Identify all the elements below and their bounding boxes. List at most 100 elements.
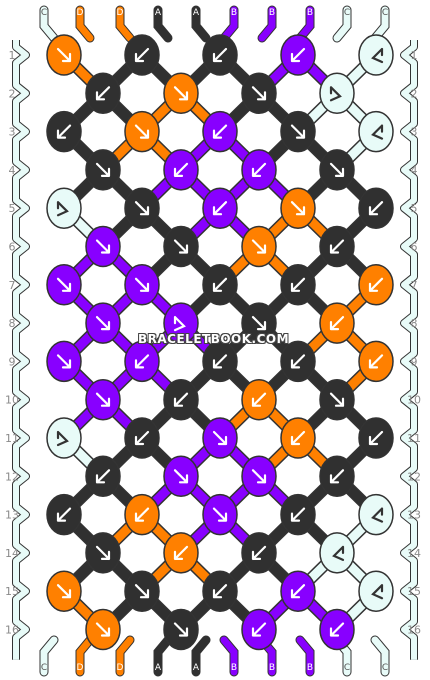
knot[interactable] <box>358 493 394 536</box>
knot[interactable] <box>163 608 199 651</box>
knot[interactable] <box>46 417 82 459</box>
knot[interactable] <box>202 493 238 536</box>
knot[interactable] <box>358 340 394 383</box>
knot[interactable] <box>319 532 355 574</box>
knot[interactable] <box>124 340 160 383</box>
knot[interactable] <box>358 187 394 229</box>
knot[interactable] <box>124 264 160 306</box>
arrow-down-left-icon <box>329 316 345 331</box>
knot[interactable] <box>358 264 394 306</box>
knot[interactable] <box>46 340 82 383</box>
row-label-right: 8 <box>411 317 418 330</box>
knot[interactable] <box>124 110 160 153</box>
knot[interactable] <box>202 417 238 459</box>
row-label-right: 14 <box>407 547 421 560</box>
knot[interactable] <box>280 187 316 229</box>
knot[interactable] <box>163 302 199 344</box>
string-stub-top-fill <box>40 6 58 42</box>
arrow-down-right-icon <box>251 316 267 331</box>
knot[interactable] <box>85 149 121 191</box>
knot[interactable] <box>280 34 316 76</box>
knot[interactable] <box>202 340 238 383</box>
arrow-turn-icon <box>56 201 69 217</box>
knot[interactable] <box>358 417 394 459</box>
knot[interactable] <box>46 34 82 76</box>
knot[interactable] <box>46 493 82 536</box>
knot[interactable] <box>358 34 394 76</box>
knot[interactable] <box>163 378 199 421</box>
arrow-turn-icon <box>329 86 342 102</box>
arrow-down-left-icon <box>290 430 306 446</box>
knot[interactable] <box>85 225 121 268</box>
knot[interactable] <box>124 493 160 536</box>
knot[interactable] <box>241 225 277 268</box>
knot[interactable] <box>85 608 121 651</box>
row-label-left: 7 <box>9 279 16 292</box>
knot[interactable] <box>358 110 394 153</box>
knot[interactable] <box>319 608 355 651</box>
knot[interactable] <box>319 149 355 191</box>
arrow-down-left-icon <box>290 277 306 292</box>
knot[interactable] <box>163 72 199 115</box>
knot[interactable] <box>241 149 277 191</box>
row-label-right: 13 <box>407 509 421 522</box>
knot[interactable] <box>202 570 238 612</box>
knot[interactable] <box>46 264 82 306</box>
knot[interactable] <box>241 302 277 344</box>
row-label-left: 8 <box>9 317 16 330</box>
knot[interactable] <box>280 493 316 536</box>
knot[interactable] <box>202 34 238 76</box>
arrow-down-left-icon <box>134 354 150 369</box>
knot[interactable] <box>319 302 355 344</box>
knot[interactable] <box>124 34 160 76</box>
string-label-bottom: C <box>41 663 47 673</box>
row-label-left: 10 <box>5 394 19 407</box>
knot[interactable] <box>85 302 121 344</box>
knot[interactable] <box>124 417 160 459</box>
knot[interactable] <box>280 264 316 306</box>
knot[interactable] <box>85 72 121 115</box>
knot[interactable] <box>163 149 199 191</box>
knot[interactable] <box>319 455 355 498</box>
knot[interactable] <box>85 378 121 421</box>
knot[interactable] <box>124 187 160 229</box>
row-label-right: 4 <box>411 164 418 177</box>
knot[interactable] <box>85 455 121 498</box>
string-stub-bottom-fill <box>192 636 210 676</box>
arrow-turn-icon <box>371 584 384 600</box>
arrow-down-left-icon <box>290 507 306 522</box>
knot[interactable] <box>241 532 277 574</box>
knot[interactable] <box>163 225 199 268</box>
knot[interactable] <box>124 570 160 612</box>
row-label-left: 11 <box>5 432 19 445</box>
knot[interactable] <box>319 378 355 421</box>
arrow-down-left-icon <box>368 201 384 216</box>
arrow-down-right-icon <box>134 584 150 599</box>
knot[interactable] <box>319 72 355 115</box>
knot[interactable] <box>163 455 199 498</box>
knot[interactable] <box>202 187 238 229</box>
knot[interactable] <box>241 608 277 651</box>
knot[interactable] <box>163 532 199 574</box>
knot[interactable] <box>241 378 277 421</box>
row-label-right: 2 <box>411 87 418 100</box>
knot[interactable] <box>46 570 82 612</box>
row-label-left: 2 <box>9 87 16 100</box>
knot[interactable] <box>358 570 394 612</box>
knot[interactable] <box>280 570 316 612</box>
knot[interactable] <box>202 110 238 153</box>
knot[interactable] <box>319 225 355 268</box>
knot[interactable] <box>46 187 82 229</box>
arrow-down-left-icon <box>95 469 111 484</box>
knot[interactable] <box>85 532 121 574</box>
knot[interactable] <box>46 110 82 153</box>
knot[interactable] <box>280 340 316 383</box>
knot[interactable] <box>202 264 238 306</box>
knot[interactable] <box>241 455 277 498</box>
row-label-right: 9 <box>411 355 418 368</box>
knot[interactable] <box>280 110 316 153</box>
knot[interactable] <box>241 72 277 115</box>
arrow-down-right-icon <box>173 622 189 637</box>
knot[interactable] <box>280 417 316 459</box>
